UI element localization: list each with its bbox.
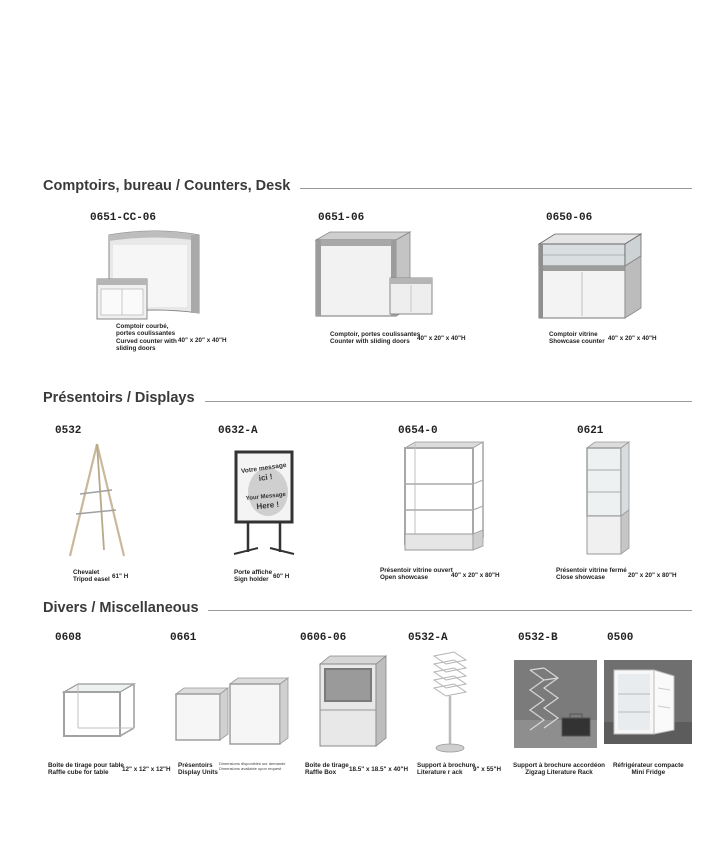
- product-dimensions: 9" x 55"H: [473, 766, 502, 773]
- product-code: 0532: [55, 425, 82, 437]
- counter-image: [314, 231, 433, 317]
- product-caption: Réfrigérateur compacte Mini Fridge: [613, 762, 684, 777]
- product-code: 0606-06: [300, 632, 347, 644]
- product-caption: Présentoir vitrine ouvert Open showcase: [380, 567, 453, 582]
- product-code: 0500: [607, 632, 634, 644]
- mini-fridge-photo: [604, 660, 692, 744]
- product-dimensions: 40" x 20" x 40"H: [608, 335, 657, 342]
- section-rule-counters: [300, 188, 692, 189]
- product-code: 0608: [55, 632, 82, 644]
- product-dimensions: 12" x 12" x 12"H: [122, 766, 171, 773]
- section-rule-displays: [205, 401, 692, 402]
- product-caption: Boîte de tirage Raffle Box: [305, 762, 349, 777]
- product-caption: Comptoir, portes coulissantes Counter wi…: [330, 331, 421, 346]
- display-units-image: [174, 677, 290, 745]
- product-caption: Boîte de tirage pour table Raffle cube f…: [48, 762, 124, 777]
- product-dimensions: 60" H: [273, 573, 290, 580]
- raffle-cube-image: [61, 683, 137, 737]
- product-dimensions: 20" x 20" x 80"H: [628, 572, 677, 579]
- product-caption: Présentoirs Display Units: [178, 762, 218, 777]
- section-rule-misc: [208, 610, 692, 611]
- product-code: 0650-06: [546, 212, 593, 224]
- product-dimensions: 18.5" x 18.5" x 40"H: [349, 766, 409, 773]
- section-title-counters: Comptoirs, bureau / Counters, Desk: [43, 178, 291, 194]
- product-code: 0532-A: [408, 632, 448, 644]
- product-caption: Porte affiche Sign holder: [234, 569, 273, 584]
- product-code: 0651-CC-06: [90, 212, 157, 224]
- product-caption: Présentoir vitrine fermé Close showcase: [556, 567, 627, 582]
- literature-rack-image: [432, 651, 468, 753]
- sign-text-fr-2: ici !: [258, 472, 273, 483]
- product-dimensions: 61" H: [112, 573, 129, 580]
- curved-counter-image: [96, 230, 200, 320]
- product-code: 0654-0: [398, 425, 438, 437]
- close-showcase-image: [585, 441, 631, 555]
- product-caption: Comptoir courbé, portes coulissantes Cur…: [116, 323, 177, 353]
- product-caption: Support à brochure accordéon Zigzag Lite…: [513, 762, 606, 777]
- sign-holder-image: Votre message ici ! Your Message Here !: [233, 450, 295, 555]
- product-dimensions: 40" x 20" x 40"H: [178, 337, 227, 344]
- product-dimensions: 40" x 20" x 80"H: [451, 572, 500, 579]
- product-code: 0661: [170, 632, 197, 644]
- tripod-easel-image: [68, 443, 126, 557]
- sign-text-en: Your Message: [246, 492, 287, 502]
- product-note: Dimensions disponibles sur demande Dimen…: [219, 761, 286, 771]
- showcase-counter-image: [537, 233, 643, 319]
- product-code: 0621: [577, 425, 604, 437]
- sign-text-en-2: Here !: [256, 500, 280, 511]
- product-dimensions: 40" x 20" x 40"H: [417, 335, 466, 342]
- product-code: 0651-06: [318, 212, 365, 224]
- open-showcase-image: [403, 441, 485, 551]
- raffle-box-image: [318, 655, 388, 747]
- product-caption: Comptoir vitrine Showcase counter: [549, 331, 605, 346]
- mini-fridge-image: [604, 660, 692, 744]
- product-code: 0632-A: [218, 425, 258, 437]
- section-title-displays: Présentoirs / Displays: [43, 390, 195, 406]
- zigzag-rack-photo: [514, 660, 597, 748]
- section-title-misc: Divers / Miscellaneous: [43, 600, 199, 616]
- product-caption: Support à brochure Literature r ack: [417, 762, 476, 777]
- product-caption: Chevalet Tripod easel: [73, 569, 110, 584]
- product-code: 0532-B: [518, 632, 558, 644]
- zigzag-rack-image: [514, 660, 597, 748]
